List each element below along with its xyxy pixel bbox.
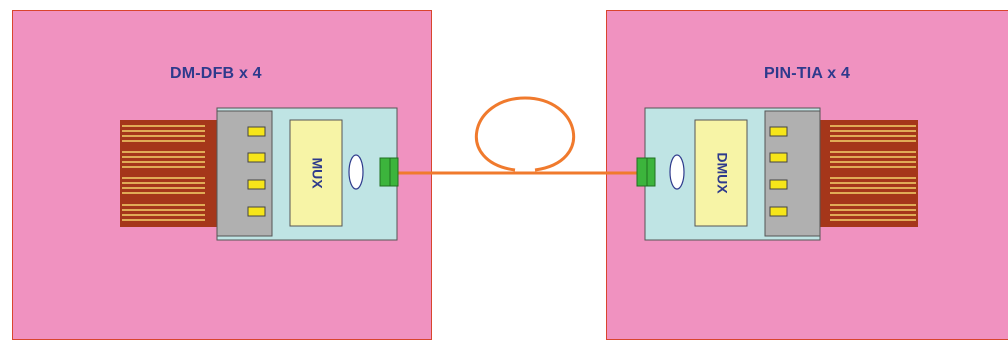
receiver-pad bbox=[769, 179, 788, 190]
transmitter-pad bbox=[247, 206, 266, 217]
receiver-module: DMUX bbox=[636, 107, 918, 241]
transmitter-pins bbox=[120, 120, 220, 227]
receiver-connector-icon bbox=[636, 157, 656, 187]
transmitter-pad bbox=[247, 126, 266, 137]
mux-block bbox=[289, 119, 343, 227]
transmitter-connector-icon bbox=[379, 157, 399, 187]
transmitter-pin-stripes bbox=[122, 125, 205, 221]
receiver-label: PIN-TIA x 4 bbox=[764, 65, 851, 82]
transmitter-lens-icon bbox=[348, 154, 364, 190]
dmux-label: DMUX bbox=[714, 152, 730, 194]
transmitter-module: MUX bbox=[120, 107, 399, 241]
transmitter-label: DM-DFB x 4 bbox=[170, 65, 262, 82]
transmitter-pad bbox=[247, 152, 266, 163]
receiver-pad bbox=[769, 126, 788, 137]
receiver-pins bbox=[815, 120, 918, 227]
receiver-pin-stripes bbox=[830, 125, 916, 221]
receiver-pad bbox=[769, 152, 788, 163]
mux-label: MUX bbox=[309, 157, 325, 189]
dmux-block bbox=[694, 119, 748, 227]
fiber-coil-icon bbox=[474, 96, 576, 172]
receiver-lens-icon bbox=[669, 154, 685, 190]
transmitter-pad bbox=[247, 179, 266, 190]
receiver-pad bbox=[769, 206, 788, 217]
